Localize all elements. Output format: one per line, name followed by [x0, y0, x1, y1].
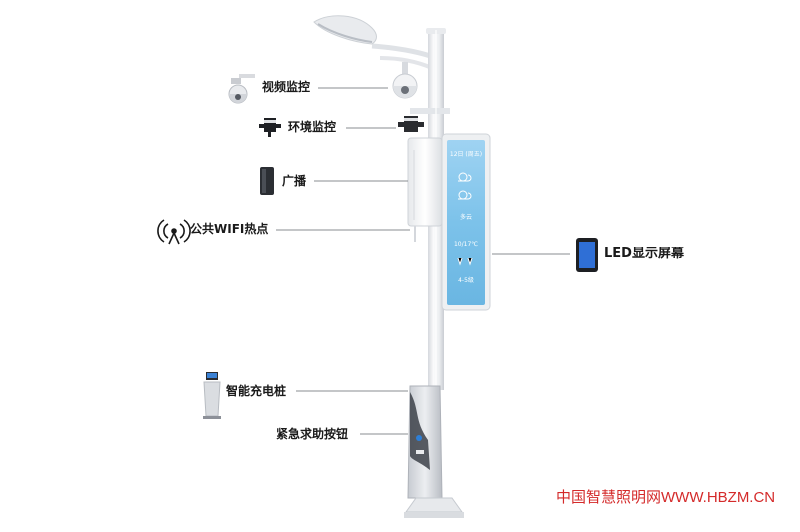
env-sensor-icon [259, 118, 281, 137]
label-charging-pile: 智能充电桩 [226, 384, 287, 398]
cloud-icon [458, 172, 472, 182]
pole-camera [392, 62, 418, 99]
sos-charging-column [407, 385, 443, 499]
label-led-screen: LED显示屏幕 [604, 247, 684, 261]
label-led-wrap: LED显示屏幕 [604, 247, 684, 261]
screen-wind: 4-5级 [458, 276, 474, 284]
led-screen-panel: 12日 (周五) 多云 10/17℃ 4-5级 [441, 133, 491, 311]
label-wifi-hotspot: 公共WIFI热点 [190, 222, 269, 236]
label-env-monitoring: 环境监控 [288, 120, 337, 134]
label-wifi-wrap: 公共WIFI热点 [190, 222, 269, 236]
label-broadcast: 广播 [282, 174, 307, 188]
street-lamp-head [313, 15, 437, 70]
leader-lines [276, 87, 570, 435]
label-video-monitoring: 视频监控 [262, 80, 311, 94]
wifi-antenna-icon [157, 219, 191, 245]
dome-camera-icon [228, 74, 255, 104]
pole-env-sensor [398, 116, 424, 132]
label-video-wrap: 视频监控 [262, 80, 311, 94]
sos-button [416, 435, 422, 441]
screen-date: 12日 (周五) [450, 151, 482, 158]
charging-kiosk-icon [203, 372, 221, 419]
pole-base [404, 497, 464, 518]
label-charging-wrap: 智能充电桩 [226, 384, 287, 398]
label-sos-button: 紧急求助按钮 [276, 427, 349, 441]
watermark: 中国智慧照明网WWW.HBZM.CN [556, 489, 776, 506]
screen-temperature: 10/17℃ [454, 241, 478, 248]
label-sos-wrap: 紧急求助按钮 [276, 427, 349, 441]
screen-weather: 多云 [460, 213, 472, 221]
label-env-wrap: 环境监控 [288, 120, 337, 134]
label-broadcast-wrap: 广播 [282, 174, 307, 188]
wind-icon [457, 257, 473, 266]
pole-equipment-box [407, 137, 443, 242]
cloud-icon [458, 190, 472, 200]
tablet-icon [576, 238, 598, 272]
speaker-icon [260, 167, 274, 195]
